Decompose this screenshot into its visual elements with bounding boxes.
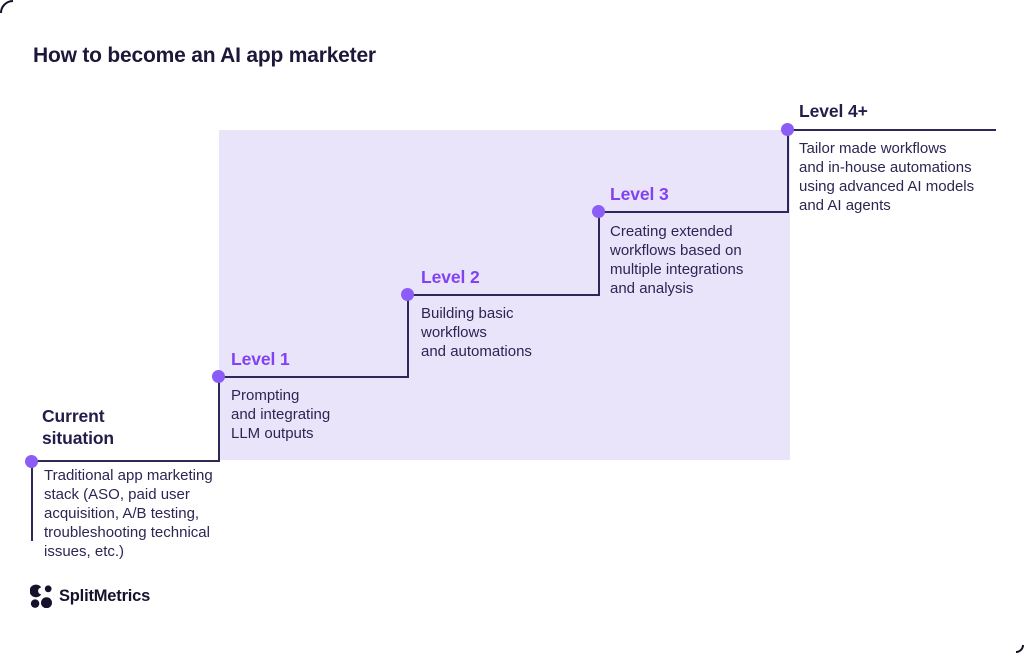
step-description-level-2: Building basic workflows and automations xyxy=(421,305,532,360)
milestone-dot-level-4 xyxy=(781,123,794,136)
brand-footer: SplitMetrics xyxy=(30,584,150,608)
milestone-dot-current xyxy=(25,455,38,468)
step-riser-level-3 xyxy=(598,212,600,296)
step-label-level-4: Level 4+ xyxy=(799,101,868,121)
step-riser-level-4 xyxy=(787,130,789,213)
step-label-level-3: Level 3 xyxy=(610,184,669,204)
splitmetrics-logo-icon xyxy=(30,584,52,608)
corner-crop-artifact-top-left xyxy=(0,0,14,14)
step-line-current xyxy=(32,460,219,462)
step-line-level-1 xyxy=(219,376,409,378)
step-description-level-4: Tailor made workflows and in-house autom… xyxy=(799,140,975,214)
milestone-dot-level-3 xyxy=(592,205,605,218)
step-line-current-tail xyxy=(31,462,33,541)
milestone-dot-level-1 xyxy=(212,370,225,383)
step-description-level-1: Prompting and integrating LLM outputs xyxy=(231,387,331,442)
step-description-level-3: Creating extended workflows based on mul… xyxy=(610,223,744,297)
step-description-current-situation: Traditional app marketing stack (ASO, pa… xyxy=(44,467,213,560)
step-line-level-4 xyxy=(788,129,996,131)
step-label-level-2: Level 2 xyxy=(421,267,480,287)
corner-crop-artifact-bottom-right xyxy=(1015,644,1024,653)
step-label-current-situation: Current situation xyxy=(42,406,115,448)
milestone-dot-level-2 xyxy=(401,288,414,301)
brand-name: SplitMetrics xyxy=(59,586,151,605)
step-line-level-3 xyxy=(599,211,789,213)
step-label-level-1: Level 1 xyxy=(231,349,290,369)
step-line-level-2 xyxy=(408,294,600,296)
page-title: How to become an AI app marketer xyxy=(33,44,376,67)
step-riser-level-1 xyxy=(218,377,220,462)
step-riser-level-2 xyxy=(407,295,409,378)
